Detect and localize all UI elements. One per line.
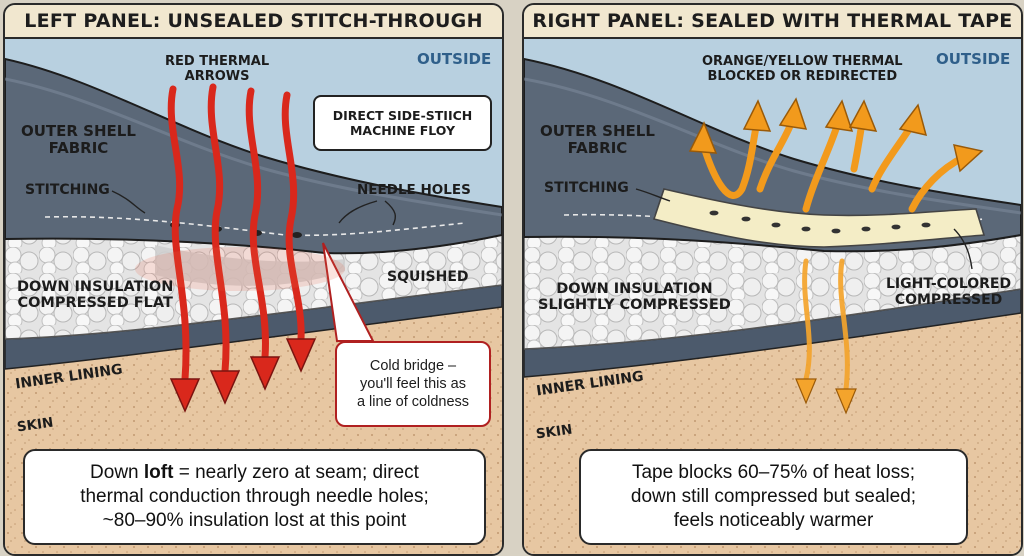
outer-shell-label: OUTER SHELL FABRIC [540,122,655,157]
cold-bridge-callout: Cold bridge – you'll feel this as a line… [335,341,491,427]
thermal-tape [652,188,986,248]
stitching-label: STITCHING [544,180,629,196]
stitching-label: STITCHING [25,182,110,198]
squished-label: SQUISHED [387,269,469,285]
left-panel: LEFT PANEL: UNSEALED STITCH-THROUGH [3,3,504,556]
red-thermal-arrows-label: RED THERMAL ARROWS [165,54,270,84]
down-insulation-label: DOWN INSULATION SLIGHTLY COMPRESSED [538,281,731,314]
orange-thermal-arrows-label: ORANGE/YELLOW THERMAL BLOCKED OR REDIREC… [702,54,903,84]
outside-label: OUTSIDE [417,50,492,68]
outside-label: OUTSIDE [936,50,1011,68]
left-panel-title: LEFT PANEL: UNSEALED STITCH-THROUGH [5,5,502,39]
right-panel: RIGHT PANEL: SEALED WITH THERMAL TAPE [522,3,1023,556]
tape-label: LIGHT-COLORED COMPRESSED [886,276,1012,308]
right-summary-box: Tape blocks 60–75% of heat loss; down st… [579,449,968,545]
left-summary-box: Down loft = nearly zero at seam; direct … [23,449,486,545]
red-thermal-arrows [167,83,305,383]
down-insulation-label: DOWN INSULATION COMPRESSED FLAT [17,279,174,312]
right-panel-title: RIGHT PANEL: SEALED WITH THERMAL TAPE [524,5,1021,39]
needle-holes-label: NEEDLE HOLES [357,182,471,198]
outer-shell-label: OUTER SHELL FABRIC [21,122,136,157]
orange-thermal-arrows [700,117,968,213]
machine-flow-callout: DIRECT SIDE-STIICH MACHINE FLOY [313,95,492,151]
